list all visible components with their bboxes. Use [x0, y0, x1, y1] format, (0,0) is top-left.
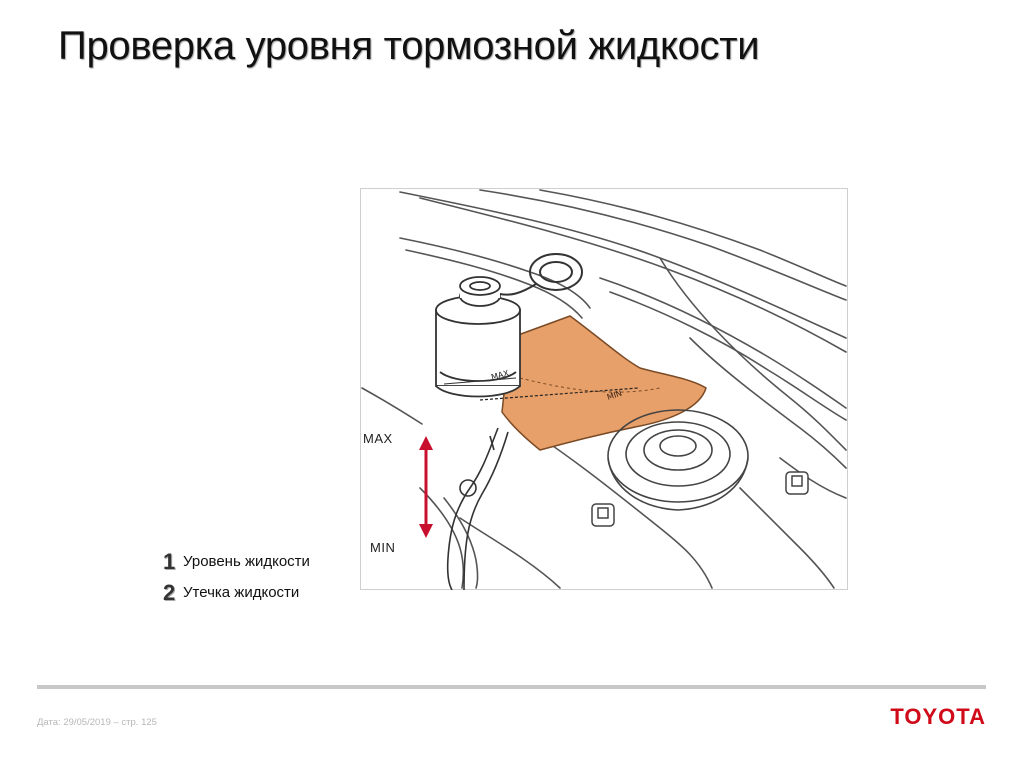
legend-number: 1 — [163, 548, 176, 574]
reservoir: MAX — [435, 276, 521, 398]
legend-item: 2 Утечка жидкости — [163, 577, 310, 608]
brake-fluid-reservoir-illustration: MIN MAX — [360, 188, 848, 590]
min-label: MIN — [370, 540, 396, 555]
hose-coil — [499, 253, 583, 296]
legend: 1 Уровень жидкости 2 Утечка жидкости — [163, 546, 310, 608]
slide-title: Проверка уровня тормозной жидкости — [58, 24, 760, 68]
engine-bay-contours — [361, 189, 847, 589]
svg-text:MIN: MIN — [606, 389, 623, 402]
legend-item: 1 Уровень жидкости — [163, 546, 310, 577]
strut-tower — [607, 409, 749, 511]
toyota-logo: TOYOTA — [890, 704, 986, 729]
master-cylinder-highlight — [501, 315, 707, 451]
legend-text: Утечка жидкости — [183, 584, 300, 601]
legend-number: 2 — [163, 579, 176, 605]
footer-date-page: Дата: 29/05/2019 – стр. 125 — [37, 717, 157, 728]
legend-text: Уровень жидкости — [183, 553, 310, 570]
bolts — [591, 471, 809, 527]
engine-bay-drawing: MIN MAX — [360, 188, 848, 590]
brake-lines — [446, 427, 509, 590]
max-label: MAX — [363, 431, 393, 446]
level-arrow — [419, 436, 433, 538]
footer-divider — [37, 685, 986, 689]
